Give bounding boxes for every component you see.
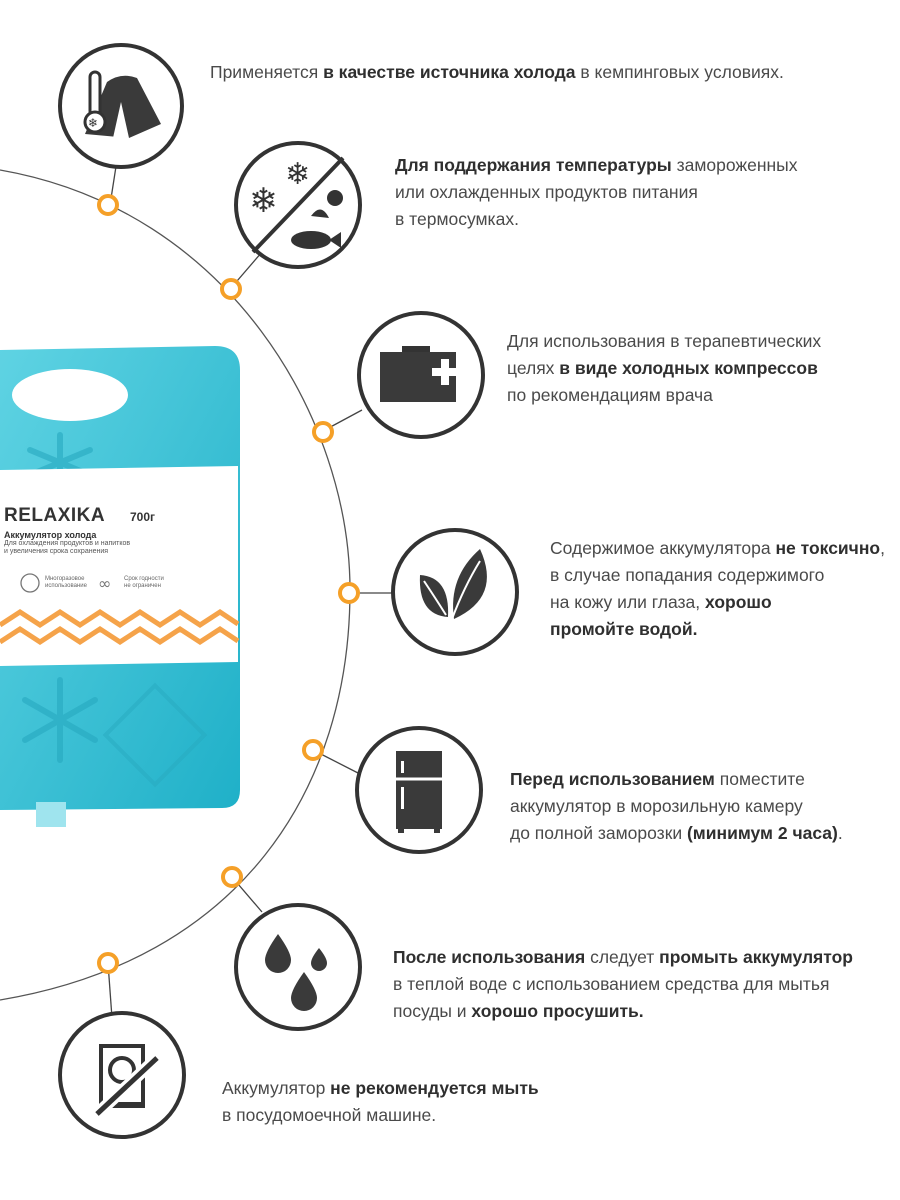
svg-text:❄: ❄ [249, 181, 278, 221]
text-bold-segment: в качестве источника холода [323, 62, 576, 82]
text-segment: Содержимое аккумулятора [550, 538, 776, 558]
text-line: промойте водой. [550, 616, 885, 643]
text-line: целях в виде холодных компрессов [507, 355, 821, 382]
text-line: Аккумулятор не рекомендуется мыть [222, 1075, 539, 1102]
text-line: Для поддержания температуры замороженных [395, 152, 798, 179]
text-line: в посудомоечной машине. [222, 1102, 539, 1129]
text-bold-segment: хорошо [705, 592, 772, 612]
svg-text:❄: ❄ [88, 116, 98, 130]
product-title: Аккумулятор холода [4, 530, 97, 540]
timeline-node [97, 194, 119, 216]
timeline-node [97, 952, 119, 974]
text-line: Применяется в качестве источника холода … [210, 59, 784, 86]
text-line: Для использования в терапевтических [507, 328, 821, 355]
product-desc-line1: Для охлаждения продуктов и напитков [4, 540, 131, 547]
timeline-node [221, 866, 243, 888]
leaves-icon [391, 528, 519, 656]
product-brand: RELAXIKA [4, 505, 106, 526]
text-bold-segment: хорошо просушить. [471, 1001, 644, 1021]
text-segment: на кожу или глаза, [550, 592, 706, 612]
text-line: в теплой воде с использованием средства … [393, 971, 853, 998]
timeline-node [220, 278, 242, 300]
item-text-wash-after-use: После использования следует промыть акку… [393, 944, 853, 1025]
text-segment: в кемпинговых условиях. [575, 62, 784, 82]
refrigerator-icon [355, 726, 483, 854]
infinity-icon: ∞ [98, 574, 111, 593]
text-line: Перед использованием поместите [510, 766, 843, 793]
text-segment: в термосумках. [395, 209, 519, 229]
feature-shelf-life-line1: Срок годности [124, 576, 164, 582]
text-line: в термосумках. [395, 206, 798, 233]
text-line: на кожу или глаза, хорошо [550, 589, 885, 616]
text-line: по рекомендациям врача [507, 382, 821, 409]
text-line: посуды и хорошо просушить. [393, 998, 853, 1025]
text-segment: в теплой воде с использованием средства … [393, 974, 830, 994]
text-segment: поместите [714, 769, 805, 789]
item-text-freeze-before-use: Перед использованием поместите аккумулято… [510, 766, 843, 847]
item-text-camping: Применяется в качестве источника холода … [210, 59, 784, 86]
text-bold-segment: промыть аккумулятор [659, 947, 853, 967]
item-text-therapeutic: Для использования в терапевтических целях… [507, 328, 821, 409]
text-bold-segment: (минимум 2 часа) [686, 823, 838, 843]
first-aid-kit-icon [357, 311, 485, 439]
timeline-node [312, 421, 334, 443]
text-line: аккумулятор в морозильную камеру [510, 793, 843, 820]
item-text-non-toxic: Содержимое аккумулятора не токсично, в сл… [550, 535, 885, 643]
text-line: Содержимое аккумулятора не токсично, [550, 535, 885, 562]
product-weight: 700г [130, 510, 156, 524]
item-text-no-dishwasher: Аккумулятор не рекомендуется мыть в посуд… [222, 1075, 539, 1129]
product-desc-line2: и увеличения срока сохранения [4, 548, 109, 555]
svg-text:❄: ❄ [285, 157, 310, 192]
text-segment: посуды и [393, 1001, 472, 1021]
feature-reusable-line1: Многоразовое [45, 576, 85, 582]
text-segment: или охлажденных продуктов питания [395, 182, 698, 202]
no-dishwasher-icon [58, 1011, 186, 1139]
text-segment: целях [507, 358, 560, 378]
text-line: После использования следует промыть акку… [393, 944, 853, 971]
text-segment: Аккумулятор [222, 1078, 331, 1098]
ice-pack-image: ∞ [0, 346, 240, 827]
text-segment: следует [585, 947, 660, 967]
product-label: RELAXIKA 700г Аккумулятор холода Для охл… [0, 340, 250, 830]
text-segment: Для использования в терапевтических [507, 331, 822, 351]
text-line: в случае попадания содержимого [550, 562, 885, 589]
text-bold-segment: Перед использованием [510, 769, 715, 789]
text-segment: по рекомендациям врача [507, 385, 713, 405]
text-segment: , [880, 538, 885, 558]
tent-thermometer-icon: ❄ [58, 43, 184, 169]
text-line: до полной заморозки (минимум 2 часа). [510, 820, 843, 847]
text-segment: замороженных [671, 155, 798, 175]
text-bold-segment: Для поддержания температуры [395, 155, 672, 175]
text-bold-segment: После использования [393, 947, 586, 967]
text-segment: в посудомоечной машине. [222, 1105, 437, 1125]
timeline-node [302, 739, 324, 761]
timeline-node [338, 582, 360, 604]
text-segment: Применяется [210, 62, 324, 82]
text-bold-segment: не токсично [775, 538, 881, 558]
reusable-icon [20, 573, 40, 593]
text-segment: аккумулятор в морозильную камеру [510, 796, 803, 816]
water-drops-icon [234, 903, 362, 1031]
text-segment: . [837, 823, 843, 843]
text-bold-segment: в виде холодных компрессов [559, 358, 818, 378]
item-text-thermo-bags: Для поддержания температуры замороженных… [395, 152, 798, 233]
text-line: или охлажденных продуктов питания [395, 179, 798, 206]
text-segment: до полной заморозки [510, 823, 687, 843]
text-bold-segment: не рекомендуется мыть [330, 1078, 539, 1098]
text-segment: в случае попадания содержимого [550, 565, 825, 585]
feature-reusable-line2: использование [45, 583, 87, 589]
frozen-food-icon: ❄ ❄ [234, 141, 362, 269]
text-bold-segment: промойте водой. [550, 619, 698, 639]
feature-shelf-life-line2: не ограничен [124, 583, 161, 589]
